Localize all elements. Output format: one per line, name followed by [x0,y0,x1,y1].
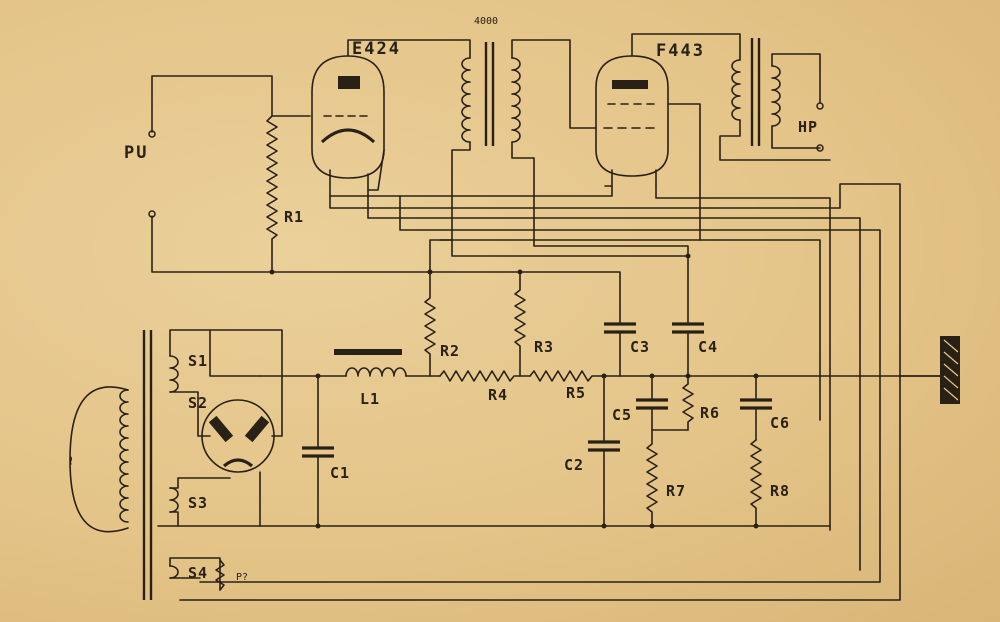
label-tube-v1: E424 [352,39,401,59]
label-s4: S4 [188,564,208,582]
label-s3: S3 [188,494,208,512]
rectifier-tube [201,329,283,527]
capacitor-c3 [604,322,636,377]
label-r4: R4 [488,386,508,404]
label-tube-v2: F443 [656,41,705,61]
label-c4: C4 [698,338,718,356]
label-l1: L1 [360,390,380,408]
capacitor-c5 [636,375,689,431]
resistor-r1 [266,115,278,273]
resistor-r6 [682,375,694,431]
label-r6: R6 [700,404,720,422]
label-speaker: HP [798,118,818,136]
capacitor-c4 [672,322,704,377]
tube-e424 [311,39,471,197]
interstage-transformer [451,39,597,241]
label-r5: R5 [566,384,586,402]
output-transformer [719,38,831,161]
label-r7: R7 [666,482,686,500]
earth-ground [899,336,960,404]
junctions [269,253,759,529]
capacitor-c6 [740,375,772,441]
capacitor-c2 [588,375,620,527]
pickup-input [148,75,273,273]
label-c6: C6 [770,414,790,432]
label-s2: S2 [188,394,208,412]
tube-f443 [595,33,741,241]
mains-transformer [69,329,261,600]
label-transformer-ratio: 4000 [474,16,498,27]
label-r1: R1 [284,208,304,226]
plate-supply [271,239,689,323]
filter-chain [259,349,941,382]
resistor-r2 [424,271,436,377]
label-c5: C5 [612,406,632,424]
label-r2: R2 [440,342,460,360]
capacitor-c1 [302,375,334,527]
label-c1: C1 [330,464,350,482]
resistor-r7 [646,429,658,527]
label-s1: S1 [188,352,208,370]
label-pickup: PU [124,143,148,163]
label-potentiometer: P? [236,572,248,583]
resistor-r3 [514,271,526,377]
label-c2: C2 [564,456,584,474]
resistor-r8 [750,439,762,527]
label-r8: R8 [770,482,790,500]
label-mains: ~ [62,456,80,466]
filament-bus [179,183,901,601]
label-r3: R3 [534,338,554,356]
label-c3: C3 [630,338,650,356]
